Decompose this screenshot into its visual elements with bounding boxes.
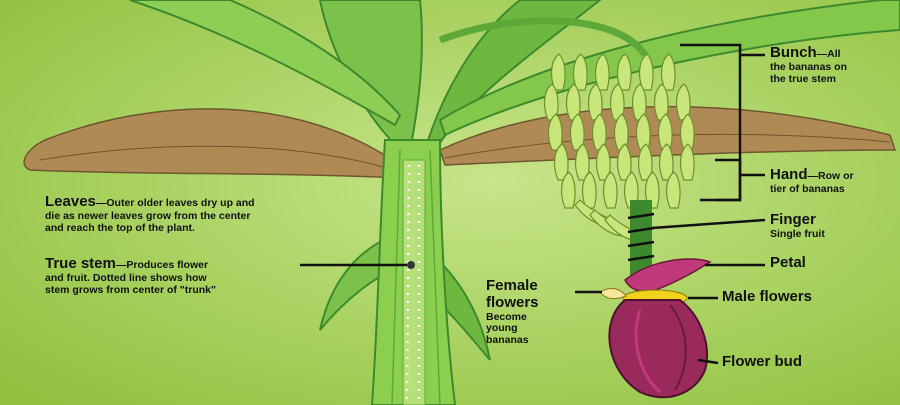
- hand-desc-1: —Row or: [808, 170, 854, 182]
- flower-bud-title: Flower bud: [722, 354, 802, 371]
- true-stem-marker: [407, 261, 415, 269]
- female-flowers-title-2: flowers: [486, 295, 539, 312]
- bunch-desc-3: the true stem: [770, 74, 847, 86]
- bunch-desc-2: the bananas on: [770, 62, 847, 74]
- petal-label: Petal: [770, 255, 806, 272]
- female-flowers-title-1: Female: [486, 278, 539, 295]
- hand-title: Hand: [770, 166, 808, 183]
- finger-desc: Single fruit: [770, 229, 825, 241]
- male-flowers-label: Male flowers: [722, 289, 812, 306]
- leaves-desc-3: and reach the top of the plant.: [45, 223, 255, 235]
- leaves-label: Leaves—Outer older leaves dry up and die…: [45, 193, 255, 234]
- female-flowers-label: Female flowers Become young bananas: [486, 278, 539, 347]
- true-stem-dotted-line: [403, 160, 425, 405]
- true-stem-title: True stem: [45, 255, 116, 272]
- leaves-title: Leaves: [45, 193, 96, 210]
- finger-label: Finger Single fruit: [770, 212, 825, 241]
- hand-desc-2: tier of bananas: [770, 184, 854, 196]
- flower-bud-label: Flower bud: [722, 354, 802, 371]
- bunch-label: Bunch—All the bananas on the true stem: [770, 44, 847, 85]
- petal-title: Petal: [770, 255, 806, 272]
- leaves-desc-1: —Outer older leaves dry up and: [96, 197, 255, 209]
- bunch-title: Bunch: [770, 44, 817, 61]
- female-flowers-desc-3: bananas: [486, 335, 539, 347]
- bunch-desc-1: —All: [817, 48, 841, 60]
- true-stem-desc-2: and fruit. Dotted line shows how: [45, 273, 216, 285]
- true-stem-label: True stem—Produces flower and fruit. Dot…: [45, 255, 216, 296]
- true-stem-desc-3: stem grows from center of "trunk": [45, 285, 216, 297]
- true-stem-desc-1: —Produces flower: [116, 259, 208, 271]
- finger-title: Finger: [770, 212, 825, 229]
- hand-label: Hand—Row or tier of bananas: [770, 166, 854, 196]
- leaves-desc-2: die as newer leaves grow from the center: [45, 211, 255, 223]
- male-flowers-title: Male flowers: [722, 289, 812, 306]
